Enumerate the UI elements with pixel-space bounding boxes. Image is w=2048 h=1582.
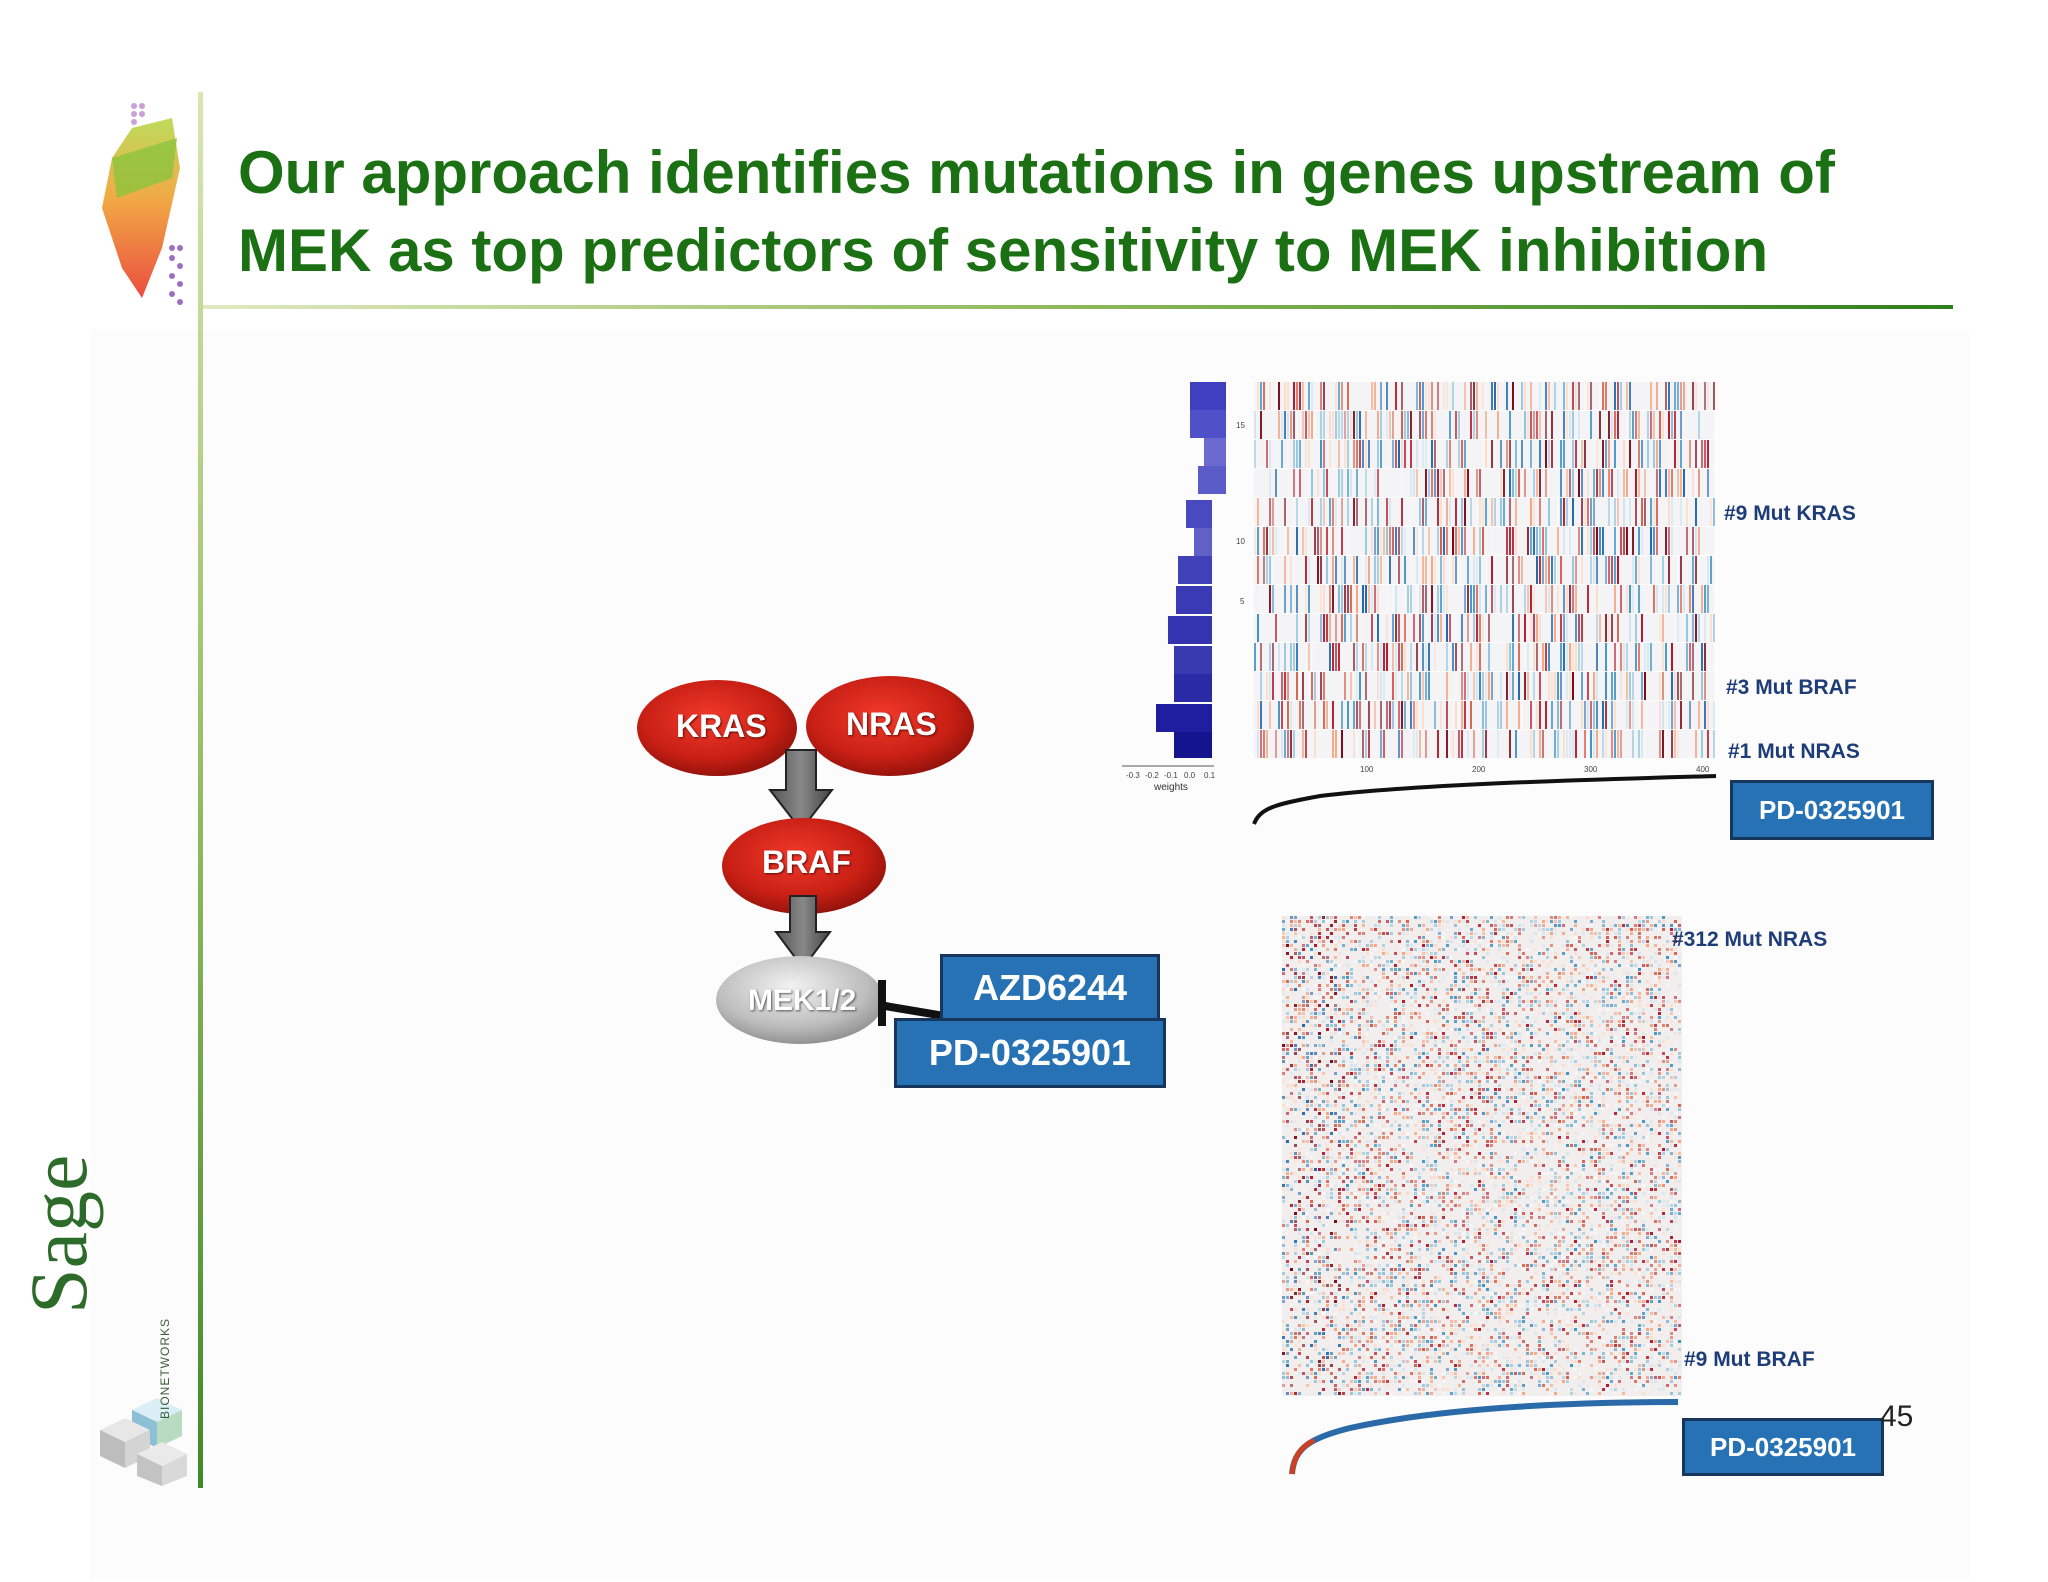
label-9-mut-braf: #9 Mut BRAF (1684, 1348, 1815, 1371)
label-312-mut-nras: #312 Mut NRAS (1672, 928, 1828, 951)
y-tick: 5 (1240, 597, 1245, 606)
vertical-divider (198, 92, 203, 1488)
kras-label: KRAS (676, 708, 767, 744)
top-heatmap (1254, 382, 1715, 758)
weight-bars (1156, 382, 1226, 758)
arrow-braf-to-mek (774, 895, 832, 970)
title-line-2: MEK as top predictors of sensitivity to … (238, 217, 1769, 284)
bionetworks-logo-text: BIONETWORKS (158, 1317, 172, 1419)
top-heatmap-panel: -0.3 -0.2 -0.1 0.0 0.1 weights 15 10 5 1… (1122, 382, 1717, 825)
sage-logo-text: Sage (13, 1154, 104, 1314)
sensitivity-curve-bottom (1289, 1399, 1679, 1475)
bottom-heatmap (1282, 916, 1682, 1396)
dna-logo-icon (102, 103, 183, 305)
drug-box-azd6244: AZD6244 (940, 954, 1160, 1022)
mek-label: MEK1/2 (748, 984, 857, 1017)
sage-cube-logo-icon (100, 1398, 187, 1486)
nras-node (806, 676, 974, 776)
page-number: 45 (1880, 1400, 1914, 1433)
x-tick: 300 (1584, 765, 1598, 774)
label-1-mut-nras: #1 Mut NRAS (1728, 740, 1860, 763)
weight-tick: -0.3 (1126, 771, 1140, 780)
weights-axis-label: weights (1153, 782, 1188, 793)
slide-title: Our approach identifies mutations in gen… (238, 134, 1958, 290)
drug-box-bottom-panel: PD-0325901 (1682, 1418, 1884, 1476)
drug-box-top-panel: PD-0325901 (1730, 780, 1934, 840)
weight-tick: 0.0 (1184, 771, 1196, 780)
x-tick: 400 (1696, 765, 1710, 774)
bottom-heatmap-panel (1282, 916, 1682, 1475)
drug-box-pd0325901: PD-0325901 (894, 1018, 1166, 1088)
weight-tick: 0.1 (1204, 771, 1216, 780)
sensitivity-curve (1252, 774, 1717, 825)
pathway-diagram (637, 676, 981, 1044)
weight-tick: -0.2 (1145, 771, 1159, 780)
x-tick: 200 (1472, 765, 1486, 774)
braf-label: BRAF (762, 844, 851, 880)
y-tick: 15 (1236, 421, 1245, 430)
y-tick: 10 (1236, 537, 1245, 546)
mek-node (716, 956, 884, 1044)
braf-node (722, 818, 886, 914)
nras-label: NRAS (846, 706, 937, 742)
label-9-mut-kras: #9 Mut KRAS (1724, 502, 1856, 525)
x-tick: 100 (1360, 765, 1374, 774)
label-3-mut-braf: #3 Mut BRAF (1726, 676, 1857, 699)
title-line-1: Our approach identifies mutations in gen… (238, 139, 1835, 206)
weight-tick: -0.1 (1164, 771, 1178, 780)
title-underline (203, 305, 1953, 309)
kras-node (637, 680, 797, 776)
arrow-ras-to-braf (767, 749, 835, 832)
